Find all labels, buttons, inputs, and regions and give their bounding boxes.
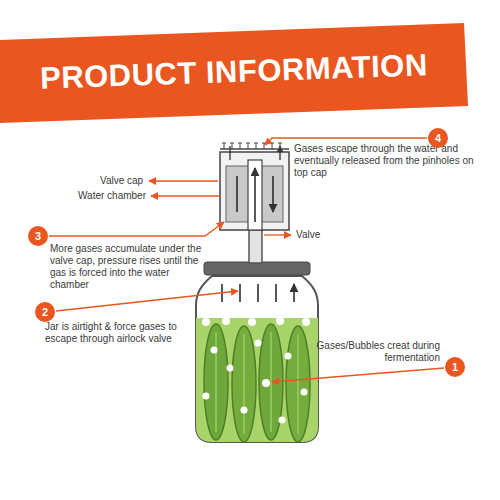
leader-line <box>49 222 224 236</box>
callout-circle: 4 <box>427 127 449 149</box>
bubble <box>227 365 234 372</box>
valve-cap <box>220 152 289 230</box>
circle-fill <box>428 128 448 148</box>
bubble <box>279 417 286 424</box>
callout-text: Gases escape through the water and event… <box>294 143 490 179</box>
bubble <box>262 379 270 387</box>
pinhole <box>254 143 258 149</box>
circle-fill <box>445 357 465 377</box>
flow-arrow <box>254 168 256 222</box>
leader-line <box>151 195 220 196</box>
gas-arrows <box>222 284 294 302</box>
bubble <box>241 407 248 414</box>
leader-line <box>264 234 291 235</box>
callout-text: Jar is airtight & force gases to escape … <box>45 321 185 345</box>
valve-tube <box>248 160 262 230</box>
top-cap <box>220 148 289 150</box>
pinhole <box>222 143 226 149</box>
pinhole <box>230 143 234 149</box>
callout-number: 4 <box>435 132 441 144</box>
pinholes <box>222 143 282 149</box>
circle-fill <box>35 302 55 322</box>
water-chamber <box>226 166 283 222</box>
bubble <box>301 389 308 396</box>
flow-arrow <box>237 176 273 212</box>
bubble <box>276 317 284 325</box>
bubble <box>248 318 256 326</box>
callout-circle: 2 <box>34 301 56 323</box>
bubble <box>255 340 262 347</box>
brine-liquid <box>190 318 325 448</box>
leader-line <box>56 291 238 311</box>
bubble <box>203 393 210 400</box>
part-label: Valve <box>296 229 320 241</box>
bubble <box>211 347 218 354</box>
pinhole <box>270 143 274 149</box>
callout-number: 2 <box>42 306 48 318</box>
pinhole <box>278 143 282 149</box>
bubbles <box>202 317 310 424</box>
jar-lid <box>204 262 310 275</box>
leader-line <box>149 180 218 181</box>
bubble <box>285 353 292 360</box>
bubble <box>202 318 210 326</box>
callout-circle: 3 <box>27 225 49 247</box>
callout-text: Gases/Bubbles creat during fermentation <box>300 340 440 364</box>
callout-circle: 1 <box>444 356 466 378</box>
part-label: Water chamber <box>78 190 146 202</box>
callout-number: 3 <box>35 230 41 242</box>
cucumber-stripes <box>216 332 298 434</box>
brine <box>190 317 325 448</box>
pinhole <box>238 143 242 149</box>
pinhole <box>246 143 250 149</box>
callout-number: 1 <box>452 361 458 373</box>
leader-line <box>272 368 444 382</box>
circle-fill <box>28 226 48 246</box>
part-label: Valve cap <box>100 175 143 187</box>
bubble <box>302 318 310 326</box>
callout-text: More gases accumulate under the valve ca… <box>50 243 210 291</box>
bubble <box>222 317 230 325</box>
title-banner <box>0 23 468 123</box>
